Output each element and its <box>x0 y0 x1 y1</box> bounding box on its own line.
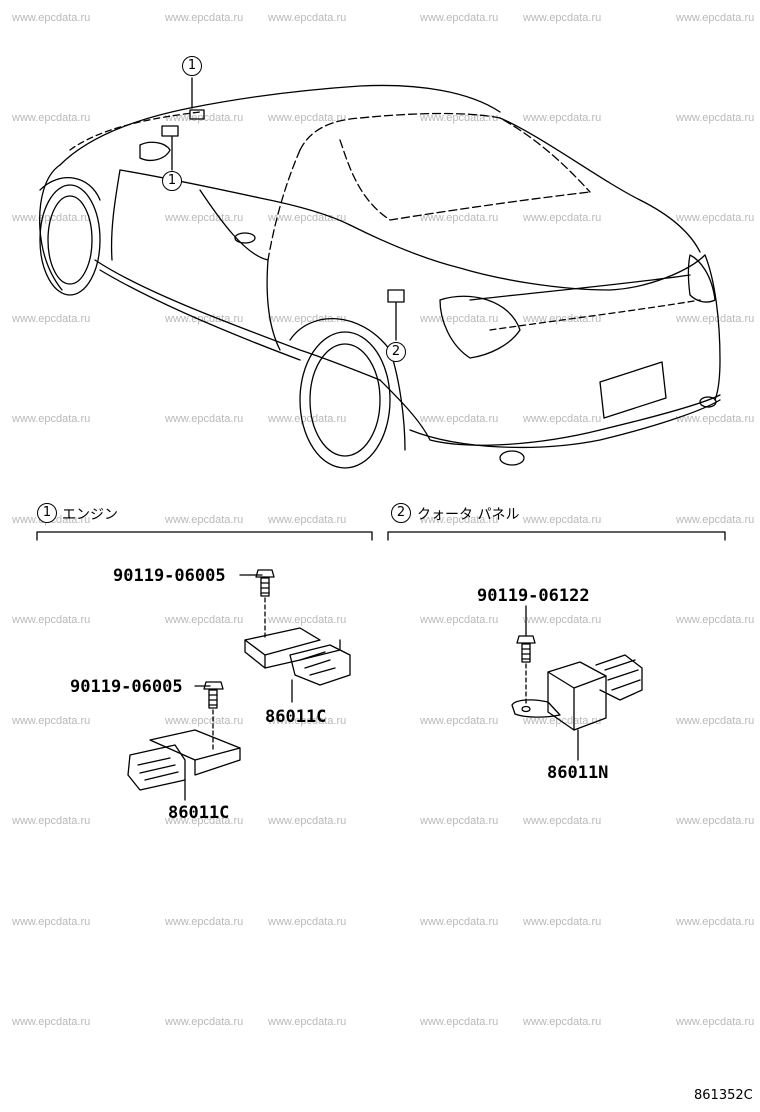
watermark-text: www.epcdata.ru <box>165 413 244 425</box>
watermark-text: www.epcdata.ru <box>523 112 602 124</box>
watermark-text: www.epcdata.ru <box>676 1016 755 1028</box>
section-quarter-number: 2 <box>391 503 411 523</box>
watermark-text: www.epcdata.ru <box>268 313 347 325</box>
watermark-text: www.epcdata.ru <box>676 413 755 425</box>
watermark-text: www.epcdata.ru <box>165 313 244 325</box>
watermark-text: www.epcdata.ru <box>165 715 244 727</box>
watermark-text: www.epcdata.ru <box>523 1016 602 1028</box>
watermark-text: www.epcdata.ru <box>165 514 244 526</box>
watermark-text: www.epcdata.ru <box>420 916 499 928</box>
watermark-text: www.epcdata.ru <box>420 112 499 124</box>
watermark-text: www.epcdata.ru <box>523 514 602 526</box>
watermark-text: www.epcdata.ru <box>420 614 499 626</box>
watermark-text: www.epcdata.ru <box>523 413 602 425</box>
watermark-text: www.epcdata.ru <box>523 614 602 626</box>
watermark-text: www.epcdata.ru <box>12 815 91 827</box>
watermark-text: www.epcdata.ru <box>268 514 347 526</box>
watermark-text: www.epcdata.ru <box>420 715 499 727</box>
watermark-text: www.epcdata.ru <box>268 112 347 124</box>
watermark-text: www.epcdata.ru <box>420 212 499 224</box>
part-number-quarter-bolt: 90119-06122 <box>477 586 590 606</box>
watermark-text: www.epcdata.ru <box>676 815 755 827</box>
watermark-text: www.epcdata.ru <box>523 313 602 325</box>
part-number-engine-sensor-1: 86011C <box>265 707 327 727</box>
watermark-text: www.epcdata.ru <box>12 1016 91 1028</box>
car-illustration <box>39 77 721 469</box>
part-number-engine-sensor-2: 86011C <box>168 803 230 823</box>
watermark-text: www.epcdata.ru <box>676 313 755 325</box>
engine-parts-drawing <box>127 569 351 801</box>
watermark-text: www.epcdata.ru <box>165 916 244 928</box>
diagram-code: 861352C <box>694 1088 753 1103</box>
watermark-text: www.epcdata.ru <box>420 313 499 325</box>
callout-quarter: 2 <box>386 342 406 362</box>
watermark-text: www.epcdata.ru <box>12 614 91 626</box>
watermark-text: www.epcdata.ru <box>12 12 91 24</box>
watermark-text: www.epcdata.ru <box>268 413 347 425</box>
watermark-text: www.epcdata.ru <box>676 514 755 526</box>
watermark-text: www.epcdata.ru <box>420 1016 499 1028</box>
watermark-text: www.epcdata.ru <box>12 413 91 425</box>
watermark-text: www.epcdata.ru <box>268 815 347 827</box>
watermark-text: www.epcdata.ru <box>676 916 755 928</box>
watermark-text: www.epcdata.ru <box>268 916 347 928</box>
watermark-text: www.epcdata.ru <box>165 212 244 224</box>
callout-engine-side: 1 <box>162 171 182 191</box>
watermark-text: www.epcdata.ru <box>165 614 244 626</box>
callout-engine-top: 1 <box>182 56 202 76</box>
watermark-text: www.epcdata.ru <box>523 212 602 224</box>
watermark-text: www.epcdata.ru <box>523 815 602 827</box>
watermark-text: www.epcdata.ru <box>268 12 347 24</box>
watermark-text: www.epcdata.ru <box>523 916 602 928</box>
section-brackets <box>36 531 726 541</box>
watermark-text: www.epcdata.ru <box>676 112 755 124</box>
watermark-text: www.epcdata.ru <box>12 916 91 928</box>
watermark-text: www.epcdata.ru <box>676 12 755 24</box>
section-engine-title: エンジン <box>62 507 118 523</box>
watermark-text: www.epcdata.ru <box>268 1016 347 1028</box>
section-engine-number: 1 <box>37 503 57 523</box>
watermark-text: www.epcdata.ru <box>12 715 91 727</box>
watermark-text: www.epcdata.ru <box>420 413 499 425</box>
watermark-text: www.epcdata.ru <box>165 815 244 827</box>
watermark-text: www.epcdata.ru <box>165 12 244 24</box>
watermark-text: www.epcdata.ru <box>12 313 91 325</box>
watermark-text: www.epcdata.ru <box>420 514 499 526</box>
quarter-parts-drawing <box>511 635 643 761</box>
watermark-text: www.epcdata.ru <box>523 12 602 24</box>
part-number-engine-bolt-1: 90119-06005 <box>113 566 226 586</box>
watermark-text: www.epcdata.ru <box>12 112 91 124</box>
watermark-text: www.epcdata.ru <box>676 715 755 727</box>
leader-lines <box>194 574 527 687</box>
watermark-text: www.epcdata.ru <box>420 12 499 24</box>
watermark-text: www.epcdata.ru <box>676 614 755 626</box>
section-quarter-title: クォータ パネル <box>417 507 520 523</box>
part-number-engine-bolt-2: 90119-06005 <box>70 677 183 697</box>
part-number-quarter-sensor: 86011N <box>547 763 609 783</box>
watermark-text: www.epcdata.ru <box>268 715 347 727</box>
watermark-text: www.epcdata.ru <box>676 212 755 224</box>
watermark-text: www.epcdata.ru <box>420 815 499 827</box>
watermark-text: www.epcdata.ru <box>268 614 347 626</box>
watermark-text: www.epcdata.ru <box>165 1016 244 1028</box>
